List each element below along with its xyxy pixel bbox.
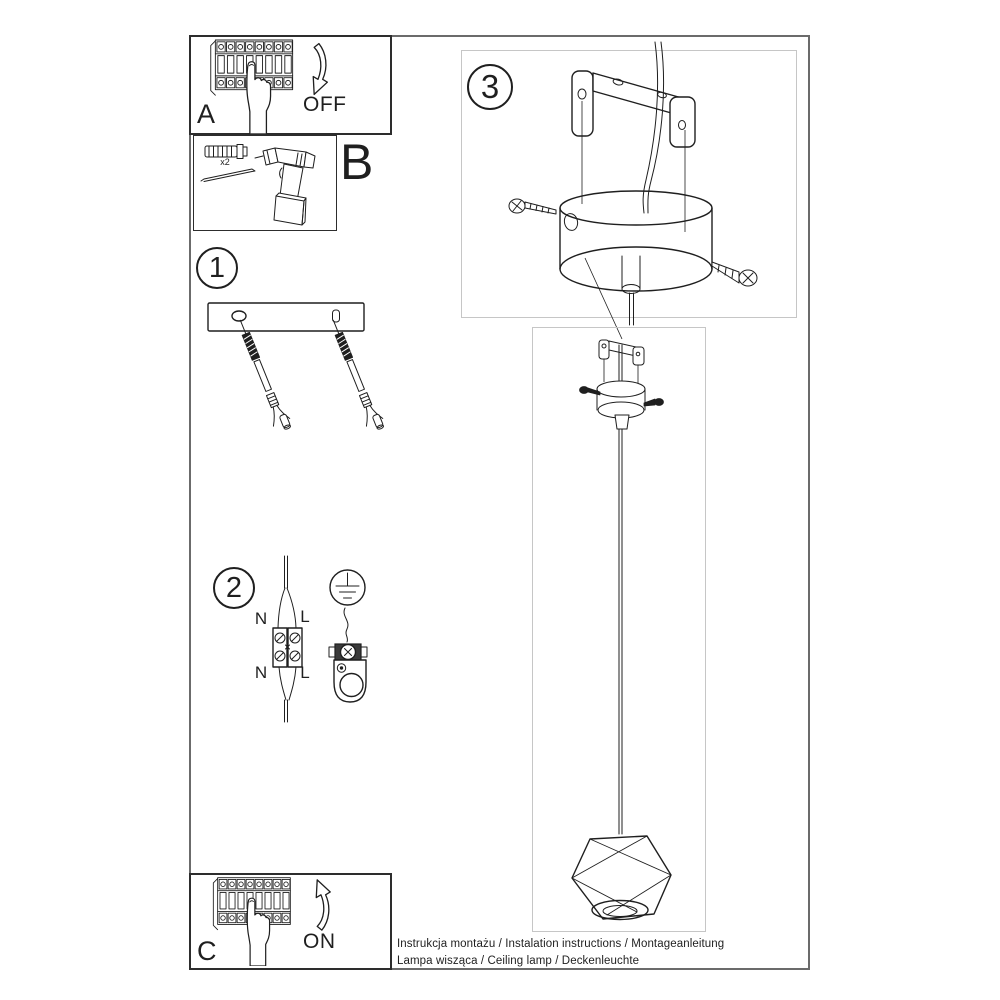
wire-label-l-top: L — [300, 607, 309, 626]
screw-anchor-right — [324, 316, 387, 434]
canopy-screw-right — [711, 261, 758, 287]
wiring-illustration: N L N L — [255, 555, 310, 723]
ceiling-canopy — [559, 190, 713, 292]
wire-label-l-bottom: L — [300, 663, 309, 682]
screw-anchor-left — [231, 316, 294, 434]
step-1-badge: 1 — [196, 247, 238, 289]
step-3-number: 3 — [480, 68, 500, 105]
step-3-badge: 3 — [467, 64, 513, 110]
strain-relief — [621, 255, 641, 326]
power-on-label: ON — [303, 930, 336, 953]
panel-a — [189, 35, 392, 135]
panel-c — [189, 873, 392, 970]
lamp-panel — [532, 327, 706, 932]
lamp-shade — [571, 835, 672, 921]
cable-upper — [618, 344, 623, 382]
anchor-quantity: x2 — [220, 157, 230, 167]
power-off-label: OFF — [303, 93, 347, 116]
earthing-illustration — [328, 569, 368, 703]
power-drill-icon — [254, 147, 316, 226]
page-border — [189, 35, 810, 970]
pendant-assembly-illustration — [571, 339, 672, 921]
step-2-number: 2 — [225, 571, 243, 604]
curved-arrow-down-icon — [301, 41, 333, 97]
lamp-cable — [278, 666, 297, 723]
ground-clamp — [328, 643, 368, 703]
ceiling-bracket — [571, 70, 696, 148]
panel-b — [193, 135, 337, 231]
suspension-cable — [618, 428, 623, 835]
footer-line-2: Lampa wisząca / Ceiling lamp / Deckenleu… — [397, 955, 640, 967]
step-2-badge: 2 — [213, 567, 255, 609]
wall-plug-icon — [204, 144, 248, 159]
circuit-breaker-off-illustration — [208, 38, 300, 134]
terminal-block — [272, 627, 303, 668]
supply-cable — [277, 555, 297, 629]
alignment-lines-small — [603, 359, 639, 385]
ground-wire — [343, 607, 349, 643]
curved-arrow-up-icon — [304, 878, 336, 932]
circuit-breaker-on-illustration — [208, 876, 300, 966]
footer-line-1: Instrukcja montażu / Instalation instruc… — [397, 938, 725, 950]
mounting-bracket-anchors-illustration — [207, 302, 387, 434]
panel-a-label: A — [197, 99, 216, 129]
canopy-small — [579, 380, 664, 430]
step-1-number: 1 — [208, 251, 226, 284]
drill-bit-icon — [200, 168, 256, 182]
mounting-bracket — [207, 302, 365, 332]
supply-cable — [642, 41, 665, 214]
wire-label-n-bottom: N — [255, 663, 267, 682]
canopy-exploded-illustration — [508, 41, 758, 340]
callout-leader-line — [584, 257, 623, 340]
tools-illustration: x2 — [200, 144, 316, 226]
canopy-screw-left — [508, 198, 557, 215]
panel-b-label: B — [340, 134, 374, 190]
ground-symbol-icon — [329, 569, 366, 606]
panel-c-label: C — [197, 936, 217, 966]
wire-label-n-top: N — [255, 609, 267, 628]
